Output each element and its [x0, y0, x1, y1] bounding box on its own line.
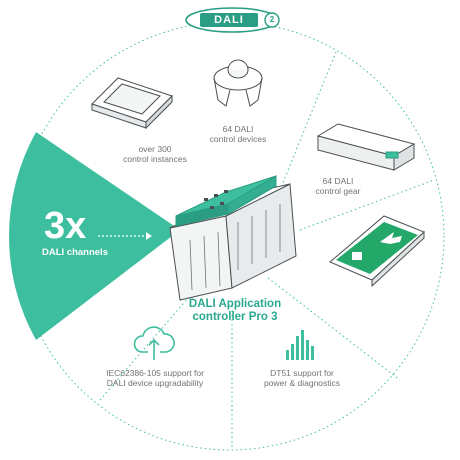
channels-count: 3x	[44, 205, 87, 247]
channels-arrow	[98, 232, 152, 240]
sensor-icon	[213, 59, 263, 107]
devices-line1: 64 DALI	[222, 124, 254, 134]
controller-title-line2: controller Pro 3	[192, 311, 278, 323]
gear-line2: control gear	[315, 186, 361, 196]
channels-label: DALI channels	[42, 247, 108, 258]
devices-line2: control devices	[209, 134, 267, 144]
driver-icon	[316, 123, 416, 171]
cloud-upload-icon	[133, 326, 175, 360]
logo-version: 2	[269, 15, 275, 24]
label-dt51: DT51 support for power & diagnostics	[250, 368, 354, 388]
dali-logo	[185, 7, 280, 33]
instances-line1: over 300	[138, 144, 172, 154]
controller-device	[169, 175, 297, 301]
controller-title: DALI Application controller Pro 3	[168, 298, 302, 324]
gear-line1: 64 DALI	[322, 176, 354, 186]
dt51-line2: power & diagnostics	[263, 378, 341, 388]
label-control-instances: over 300 control instances	[110, 144, 200, 164]
label-control-devices: 64 DALI control devices	[196, 124, 280, 144]
channels-wedge	[9, 132, 180, 340]
signal-bars-icon	[286, 330, 314, 360]
logo-text: DALI	[214, 14, 244, 26]
dt51-line1: DT51 support for	[270, 368, 334, 378]
upgrade-line2: DALI device upgradability	[106, 378, 204, 388]
label-control-gear: 64 DALI control gear	[300, 176, 376, 196]
label-upgradability: IEC62386-105 support for DALI device upg…	[96, 368, 214, 388]
sector-dividers	[99, 51, 435, 448]
exit-sign-icon	[329, 215, 425, 288]
controller-title-line1: DALI Application	[188, 298, 282, 310]
instances-line2: control instances	[123, 154, 187, 164]
touch-panel-icon	[91, 77, 173, 130]
upgrade-line1: IEC62386-105 support for	[106, 368, 204, 378]
